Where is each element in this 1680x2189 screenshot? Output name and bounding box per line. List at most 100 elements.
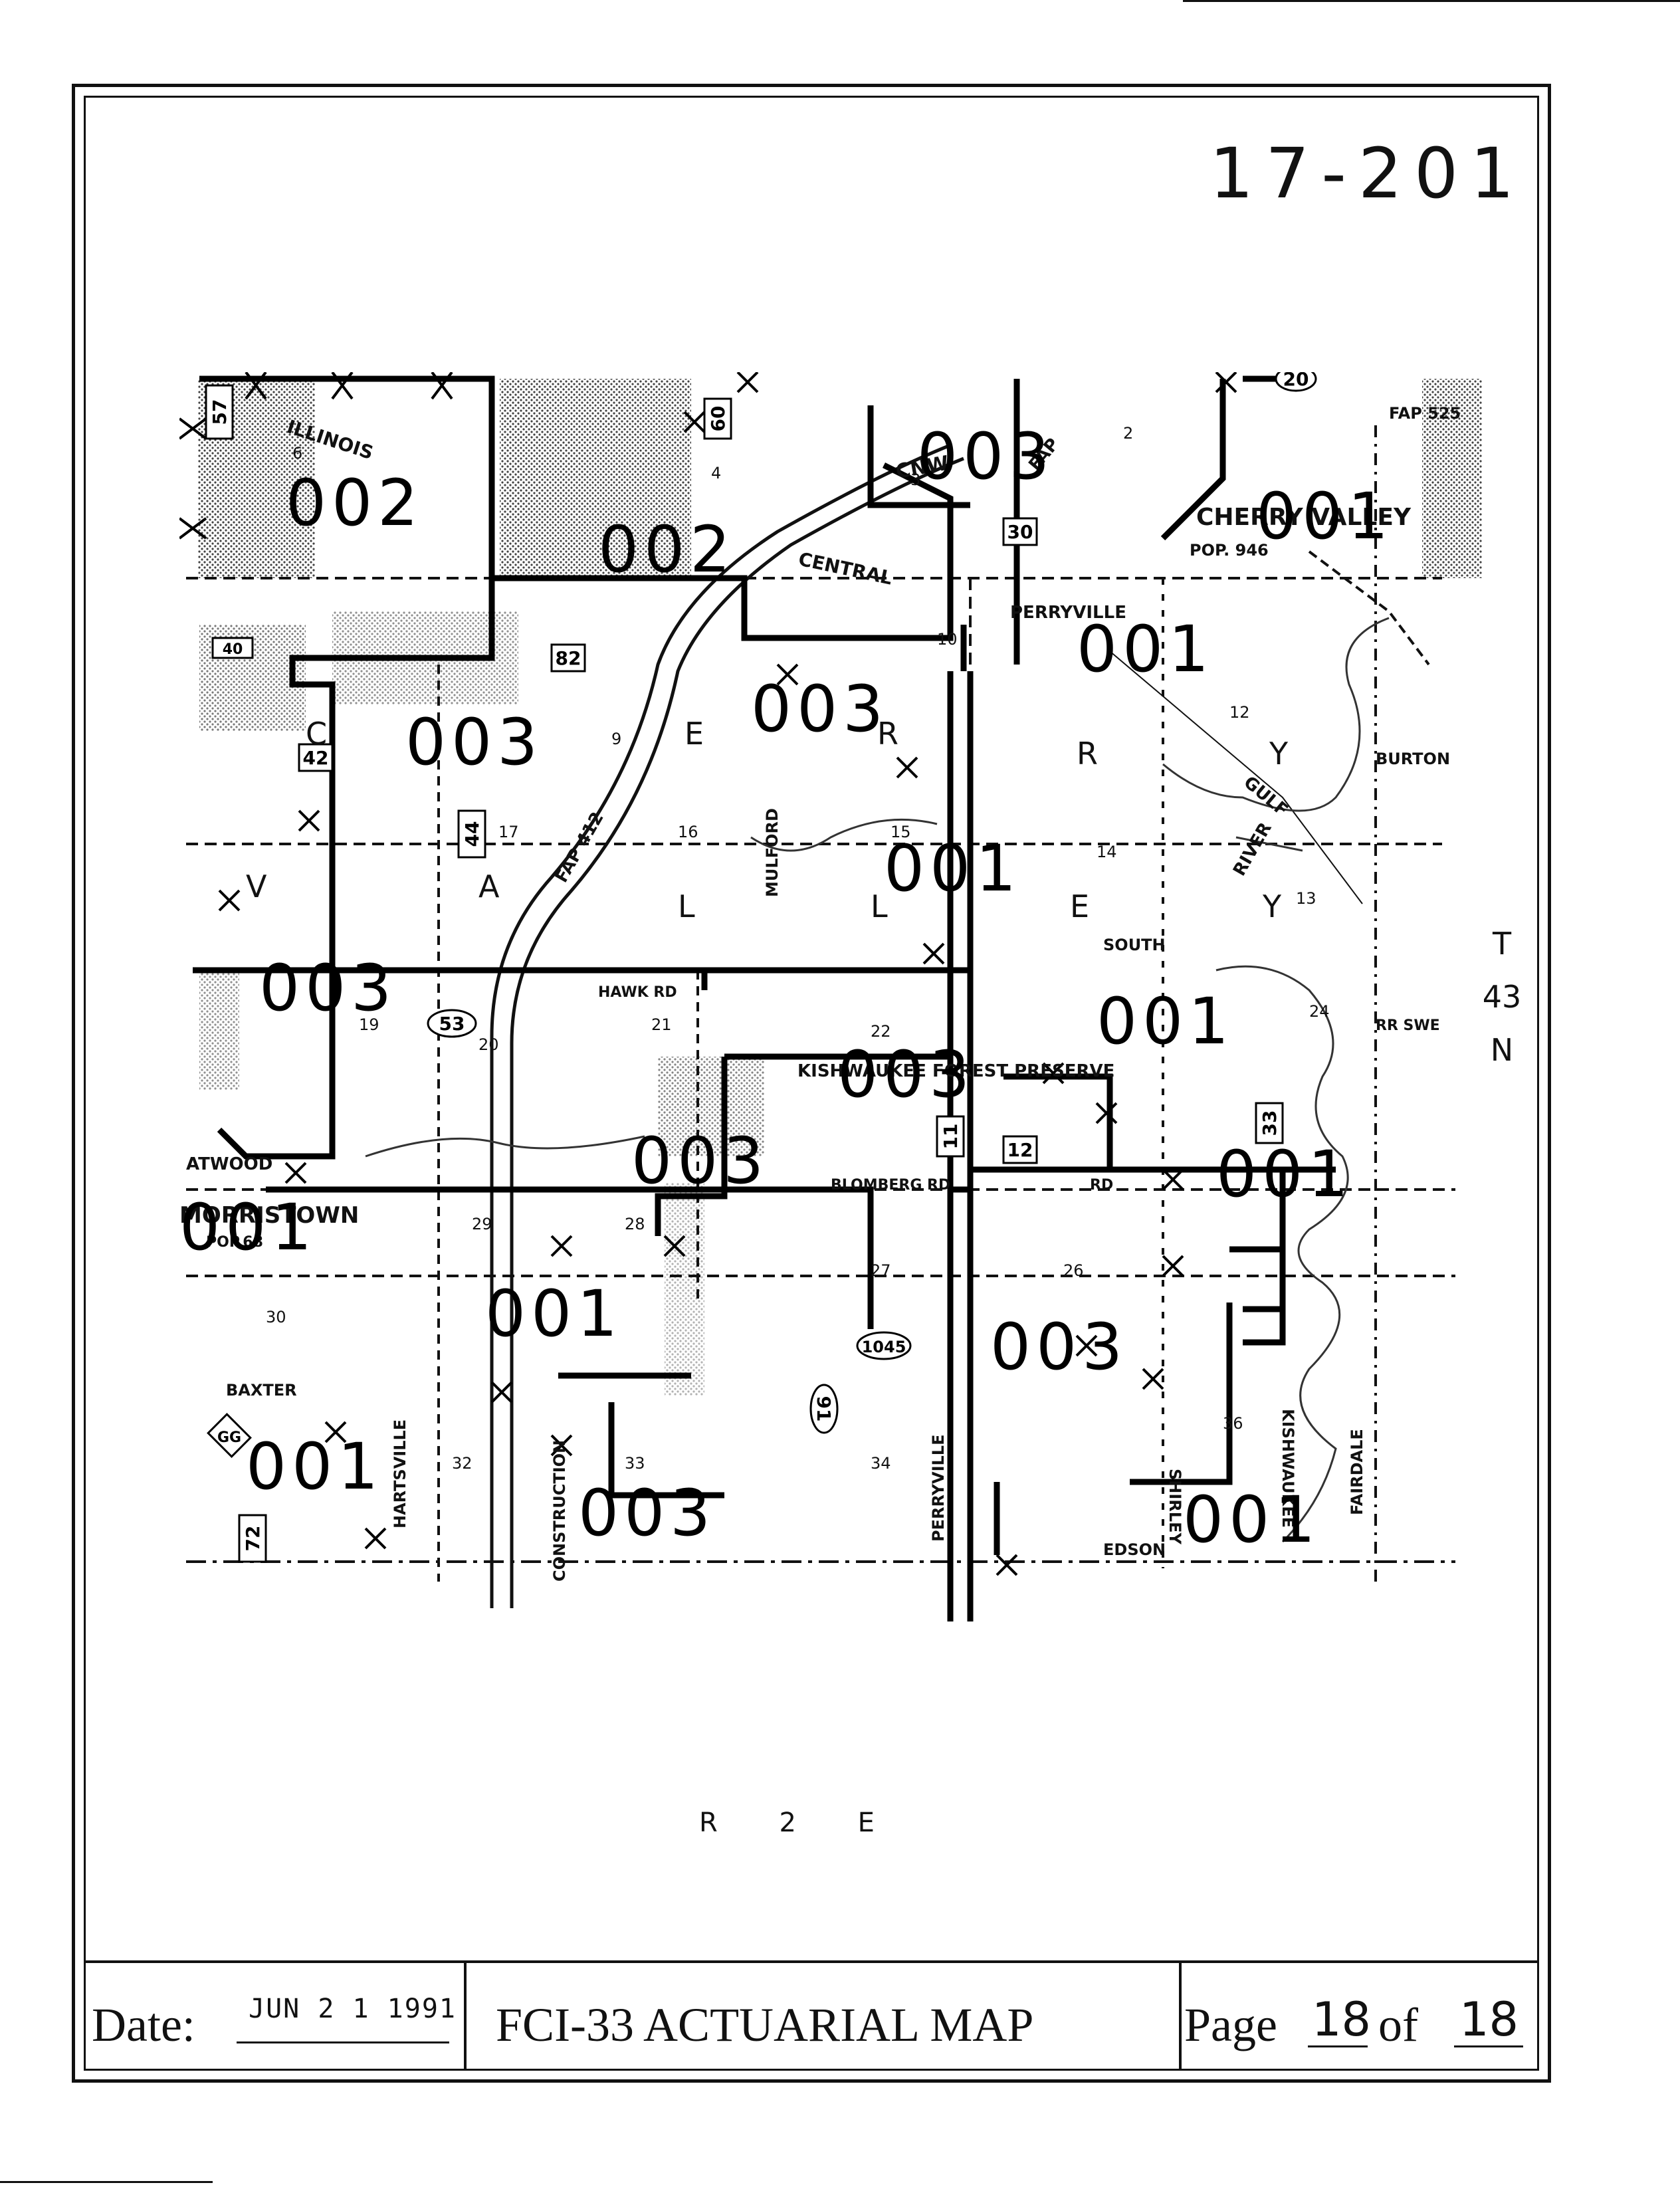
date-cell: Date: JUN 2 1 1991 (84, 1963, 467, 2071)
route-shield: 42 (298, 743, 334, 772)
route-shield: 57 (205, 384, 234, 440)
place-label: BURTON (1376, 750, 1450, 768)
route-shield-label: 82 (556, 647, 581, 669)
route-shield-label: 91 (813, 1396, 835, 1422)
road-label: FAP 412 (552, 809, 608, 886)
zone-code: 001 (1077, 612, 1214, 686)
zone-code: 001 (179, 1190, 317, 1265)
zone-code: 003 (405, 705, 543, 780)
township-letter-n: N (1490, 1032, 1514, 1068)
route-shield-label: 40 (223, 641, 243, 658)
boundary-marks (179, 372, 1237, 1576)
route-shield-label: 57 (209, 399, 231, 425)
road-label: GULF (1240, 772, 1292, 820)
section-number: 32 (452, 1454, 472, 1473)
zone-code: 001 (1256, 479, 1394, 554)
river (365, 617, 1390, 1543)
route-shield: 11 (936, 1115, 965, 1158)
route-shield: 44 (457, 809, 486, 859)
road-label: BLOMBERG RD (831, 1177, 950, 1194)
page-label: Page (1184, 1998, 1277, 2051)
route-shield-label: 20 (1283, 372, 1309, 390)
place-label: EDSON (1103, 1540, 1166, 1559)
town-letter: R (877, 716, 898, 752)
place-label: MORRISTOWN (179, 1202, 359, 1229)
zone-code: 001 (246, 1429, 383, 1504)
section-number: 21 (651, 1015, 672, 1034)
township-letters: C E R R Y V A L L E Y (246, 716, 1289, 924)
town-letter: C (306, 716, 327, 752)
town-letter: L (678, 888, 695, 924)
section-number: 29 (472, 1215, 492, 1233)
section-number: 12 (1229, 703, 1250, 722)
zone-code: 001 (1183, 1483, 1320, 1557)
route-shield-label: 44 (461, 821, 483, 847)
town-letter: E (684, 716, 704, 752)
zone-code: 002 (286, 466, 423, 540)
zone-code: 001 (485, 1277, 623, 1351)
zone-code: 003 (917, 419, 1055, 494)
place-label: PERRYVILLE (1010, 603, 1126, 623)
route-shield-label: 33 (1259, 1110, 1281, 1136)
section-number: 26 (1063, 1261, 1084, 1280)
road-label: CONSTRUCTION (550, 1440, 569, 1582)
route-shield-label: 53 (439, 1013, 465, 1035)
road-label: FAIRDALE (1348, 1429, 1366, 1515)
route-shield: 12 (1002, 1135, 1038, 1164)
section-numbers: 2 3 4 6 9 10 12 13 14 15 16 17 19 20 21 … (266, 424, 1330, 1473)
map-title: FCI-33 ACTUARIAL MAP (496, 1998, 1034, 2051)
zone-code: 001 (1097, 984, 1234, 1059)
road-label: KISHWAUKEE (1279, 1409, 1297, 1528)
section-number: 36 (1223, 1414, 1243, 1433)
zone-code: 002 (598, 512, 736, 587)
date-underline (237, 2041, 449, 2043)
road-label: RR SWE (1376, 1017, 1440, 1034)
inner-border (84, 96, 1539, 2071)
town-letter: R (1077, 736, 1098, 772)
road-label: FAP 525 (1389, 404, 1461, 423)
route-shield: 91 (809, 1384, 839, 1434)
road-label: HARTSVILLE (391, 1419, 409, 1528)
date-value: JUN 2 1 1991 (249, 1994, 457, 2024)
road-label: PERRYVILLE (929, 1435, 948, 1542)
zone-code: 003 (990, 1310, 1128, 1384)
place-label: BAXTER (226, 1381, 297, 1400)
town-letter: L (871, 888, 888, 924)
page-cell: Page 18 of 18 (1182, 1963, 1539, 2071)
section-number: 10 (937, 630, 958, 649)
crop-mark-bottom (0, 2181, 213, 2183)
section-number: 33 (625, 1454, 645, 1473)
section-number: 20 (478, 1035, 499, 1054)
town-letter: V (246, 869, 267, 904)
section-number: 15 (891, 823, 911, 841)
route-shield: 53 (427, 1009, 477, 1038)
section-number: 27 (871, 1261, 891, 1280)
road-label: CENTRAL (797, 548, 894, 589)
zone-code: 001 (1216, 1137, 1354, 1211)
section-number: 17 (498, 823, 519, 841)
section-number: 2 (1123, 424, 1133, 443)
of-label: of (1378, 1998, 1418, 2051)
route-shield-label: 60 (707, 406, 729, 432)
route-shield-label: 30 (1007, 521, 1033, 543)
section-number: 13 (1296, 889, 1316, 908)
road-label: HAWK RD (598, 984, 677, 1001)
zone-code: 003 (751, 672, 889, 746)
section-number: 4 (711, 464, 721, 482)
route-shield: 82 (550, 643, 586, 673)
town-letter: A (478, 869, 500, 904)
zone-codes: 002 002 003 001 001 003 003 001 003 001 … (179, 419, 1394, 1557)
title-cell: FCI-33 ACTUARIAL MAP (467, 1963, 1182, 2071)
actuarial-map: 57 60 20 30 53 82 42 44 11 1045 12 33 91… (179, 372, 1482, 1621)
zone-code: 003 (631, 1124, 769, 1198)
outer-border (72, 84, 1551, 2083)
township-letter-t: T (1492, 926, 1512, 962)
highway-fap-412 (490, 443, 964, 1608)
shaded-areas (198, 379, 1482, 1396)
route-shield: 40 (211, 637, 254, 659)
route-shield: 1045 (856, 1331, 912, 1360)
route-shield-label: 12 (1007, 1139, 1033, 1161)
route-shield: 60 (703, 397, 732, 440)
place-label: KISHWAUKEE FOREST PRESERVE (797, 1061, 1114, 1081)
section-number: 28 (625, 1215, 645, 1233)
